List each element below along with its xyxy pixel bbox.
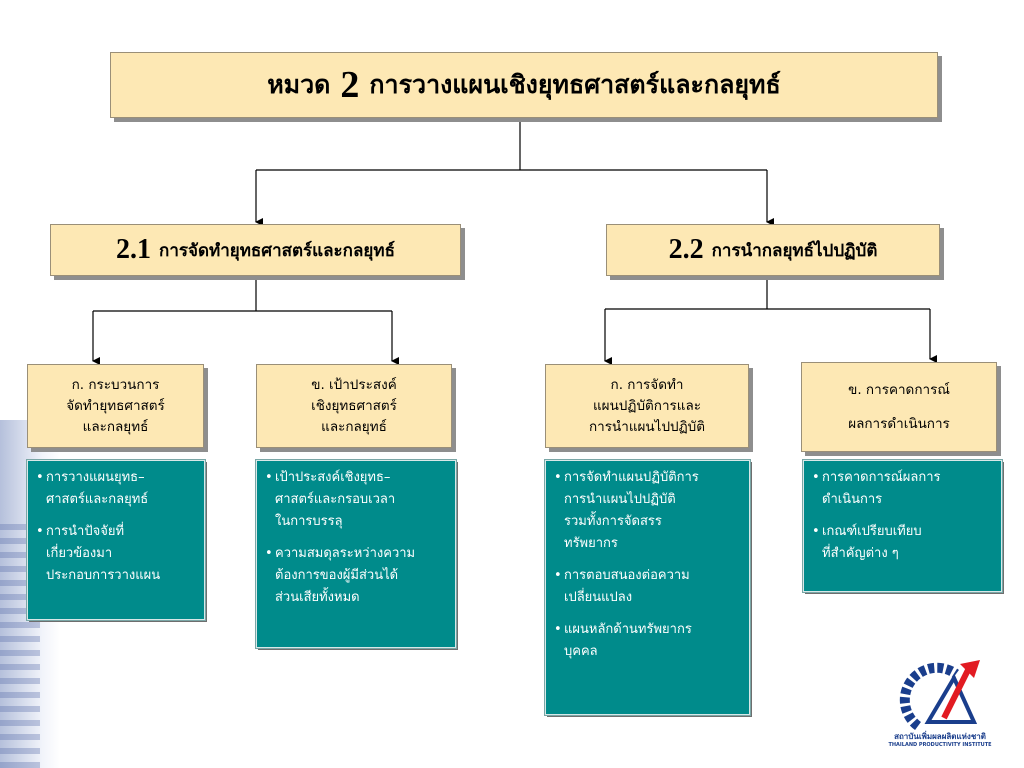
list-item-line: ศาสตร์และกลยุทธ์ <box>46 492 149 507</box>
title-prefix: หมวด <box>267 70 331 99</box>
tpi-logo-text: สถาบันเพิ่มผลผลิตแห่งชาติ THAILAND PRODU… <box>888 732 992 749</box>
section-2-1-box: 2.1 การจัดทำยุทธศาสตร์และกลยุทธ์ <box>50 224 461 276</box>
list-item: ความสมดุลระหว่างความ ต้องการของผู้มีส่วน… <box>265 543 449 609</box>
detail-box-2-1-b: เป้าประสงค์เชิงยุทธ– ศาสตร์และกรอบเวลา ใ… <box>255 459 457 649</box>
subsection-label-line: ข. การคาดการณ์ <box>848 382 950 398</box>
list-item-line: ในการบรรลุ <box>275 514 343 529</box>
section-2-1-title: การจัดทำยุทธศาสตร์และกลยุทธ์ <box>159 240 395 261</box>
list-item-line: การนำแผนไปปฏิบัติ <box>564 492 676 507</box>
logo-name-english: THAILAND PRODUCTIVITY INSTITUTE <box>888 742 992 748</box>
list-item-line: ทรัพยากร <box>564 536 618 551</box>
list-item-line: เกี่ยวข้องมา <box>46 546 113 561</box>
logo-name-thai: สถาบันเพิ่มผลผลิตแห่งชาติ <box>894 732 986 741</box>
list-item-line: การคาดการณ์ผลการ <box>822 470 941 485</box>
list-item: การตอบสนองต่อความ เปลี่ยนแปลง <box>554 565 743 609</box>
section-2-1-number: 2.1 <box>116 234 152 265</box>
list-item: เกณฑ์เปรียบเทียบ ที่สำคัญต่าง ๆ <box>812 521 995 565</box>
list-item: เป้าประสงค์เชิงยุทธ– ศาสตร์และกรอบเวลา ใ… <box>265 467 449 533</box>
list-item-line: เปลี่ยนแปลง <box>564 590 633 605</box>
list-item-line: ต้องการของผู้มีส่วนได้ <box>275 568 399 583</box>
list-item-line: บุคคล <box>564 644 598 659</box>
title-text: การวางแผนเชิงยุทธศาสตร์และกลยุทธ์ <box>369 70 781 99</box>
list-item-line: แผนหลักด้านทรัพยากร <box>564 622 692 637</box>
section-2-2-number: 2.2 <box>668 234 704 265</box>
subsection-label-line: ผลการดำเนินการ <box>848 416 950 432</box>
detail-box-2-1-a: การวางแผนยุทธ– ศาสตร์และกลยุทธ์ การนำปัจ… <box>26 459 206 621</box>
list-item-line: ศาสตร์และกรอบเวลา <box>275 492 396 507</box>
list-item-line: การจัดทำแผนปฏิบัติการ <box>564 470 699 485</box>
tpi-logo: สถาบันเพิ่มผลผลิตแห่งชาติ THAILAND PRODU… <box>888 656 992 756</box>
section-2-2-title: การนำกลยุทธ์ไปปฏิบัติ <box>711 240 878 261</box>
subsection-label-line: ก. การจัดทำ <box>610 376 684 393</box>
subsection-label-line: ก. กระบวนการ <box>71 376 160 393</box>
list-item-line: ส่วนเสียทั้งหมด <box>275 590 360 605</box>
list-item-line: ดำเนินการ <box>822 492 883 507</box>
list-item-line: เป้าประสงค์เชิงยุทธ– <box>275 470 391 485</box>
subsection-label-line: และกลยุทธ์ <box>321 418 387 435</box>
subsection-2-2-a-box: ก. การจัดทำ แผนปฏิบัติการและ การนำแผนไปป… <box>545 364 749 448</box>
list-item-line: รวมทั้งการจัดสรร <box>564 514 662 529</box>
list-item-line: การวางแผนยุทธ– <box>46 470 145 485</box>
list-item: การจัดทำแผนปฏิบัติการ การนำแผนไปปฏิบัติ … <box>554 467 743 555</box>
subsection-label-line: การนำแผนไปปฏิบัติ <box>589 418 705 435</box>
subsection-2-1-a-box: ก. กระบวนการ จัดทำยุทธศาสตร์ และกลยุทธ์ <box>27 364 204 448</box>
subsection-label-line: เชิงยุทธศาสตร์ <box>311 397 397 414</box>
list-item: การวางแผนยุทธ– ศาสตร์และกลยุทธ์ <box>36 467 198 511</box>
section-2-2-box: 2.2 การนำกลยุทธ์ไปปฏิบัติ <box>606 224 940 276</box>
subsection-label-line: ข. เป้าประสงค์ <box>311 376 397 393</box>
tpi-logo-icon <box>899 660 980 731</box>
list-item-line: ประกอบการวางแผน <box>46 568 161 583</box>
list-item: การคาดการณ์ผลการ ดำเนินการ <box>812 467 995 511</box>
subsection-label-line: จัดทำยุทธศาสตร์ <box>66 397 165 414</box>
list-item-line: การนำปัจจัยที่ <box>46 524 125 539</box>
list-item-line: ความสมดุลระหว่างความ <box>275 546 416 561</box>
detail-box-2-2-a: การจัดทำแผนปฏิบัติการ การนำแผนไปปฏิบัติ … <box>544 459 751 716</box>
detail-box-2-2-b: การคาดการณ์ผลการ ดำเนินการ เกณฑ์เปรียบเท… <box>802 459 1003 593</box>
list-item: แผนหลักด้านทรัพยากร บุคคล <box>554 619 743 663</box>
subsection-2-1-b-box: ข. เป้าประสงค์ เชิงยุทธศาสตร์ และกลยุทธ์ <box>256 364 452 448</box>
title-box: หมวด 2 การวางแผนเชิงยุทธศาสตร์และกลยุทธ์ <box>110 52 938 118</box>
list-item-line: การตอบสนองต่อความ <box>564 568 690 583</box>
list-item-line: ที่สำคัญต่าง ๆ <box>822 546 899 561</box>
list-item: การนำปัจจัยที่ เกี่ยวข้องมา ประกอบการวาง… <box>36 521 198 587</box>
title-number: 2 <box>340 64 360 106</box>
subsection-label-line: แผนปฏิบัติการและ <box>592 397 702 414</box>
list-item-line: เกณฑ์เปรียบเทียบ <box>822 524 922 539</box>
subsection-label-line: และกลยุทธ์ <box>82 418 149 435</box>
subsection-2-2-b-box: ข. การคาดการณ์ ผลการดำเนินการ <box>801 362 997 452</box>
